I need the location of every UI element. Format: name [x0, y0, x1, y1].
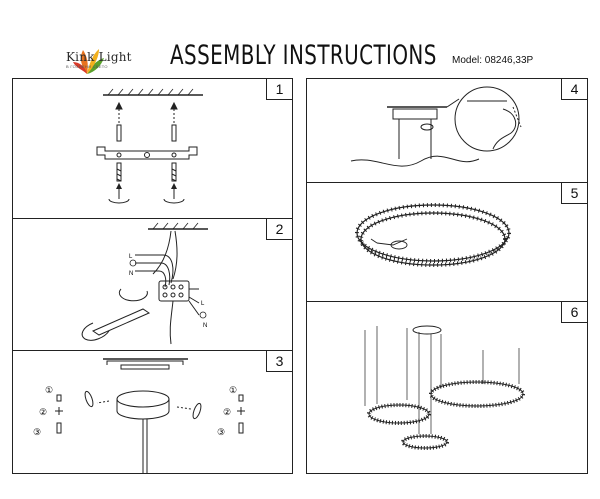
step-2-panel: 2 L N L N	[12, 218, 293, 352]
step-number: 3	[266, 351, 292, 372]
step-number: 5	[561, 183, 587, 204]
step-1-panel: 1	[12, 78, 293, 220]
step-3-panel: 3 ① ② ③ ① ② ③	[12, 350, 293, 474]
canopy-fixing-illustration: ① ② ③ ① ② ③	[33, 358, 245, 473]
step-number: 4	[561, 79, 587, 100]
step-number: 6	[561, 302, 587, 323]
wire-label-l: L	[129, 254, 133, 260]
page-title: ASSEMBLY INSTRUCTIONS	[170, 40, 437, 71]
model-number: Model: 08246,33P	[452, 55, 534, 66]
part-marker-1-right: ①	[229, 385, 237, 395]
brand-logo-icon	[73, 49, 104, 74]
step-number: 2	[266, 219, 292, 240]
step-5-panel: 5	[306, 182, 588, 304]
brand-name: Kink Light	[66, 50, 132, 64]
wire-label-l-device: L	[201, 301, 205, 307]
step-number: 1	[266, 79, 292, 100]
part-marker-3: ③	[33, 427, 41, 437]
height-adjustment-illustration	[350, 86, 522, 167]
part-marker-3-right: ③	[217, 427, 225, 437]
part-marker-2: ②	[39, 407, 47, 417]
assembled-chandelier-illustration	[364, 325, 525, 450]
step-4-panel: 4	[306, 78, 588, 185]
ring-crystal-cleaning-illustration	[355, 203, 511, 267]
part-marker-2-right: ②	[223, 407, 231, 417]
step-6-panel: 6	[306, 301, 588, 474]
wire-label-n-device: N	[203, 323, 207, 329]
wiring-connection-illustration: L N L N	[81, 222, 208, 345]
ceiling-bracket-mounting-illustration	[96, 88, 203, 204]
wire-label-n: N	[129, 271, 133, 277]
part-marker-1: ①	[45, 385, 53, 395]
brand-subtitle: В ГОЗИЕНИ СВЕТО	[66, 64, 108, 69]
